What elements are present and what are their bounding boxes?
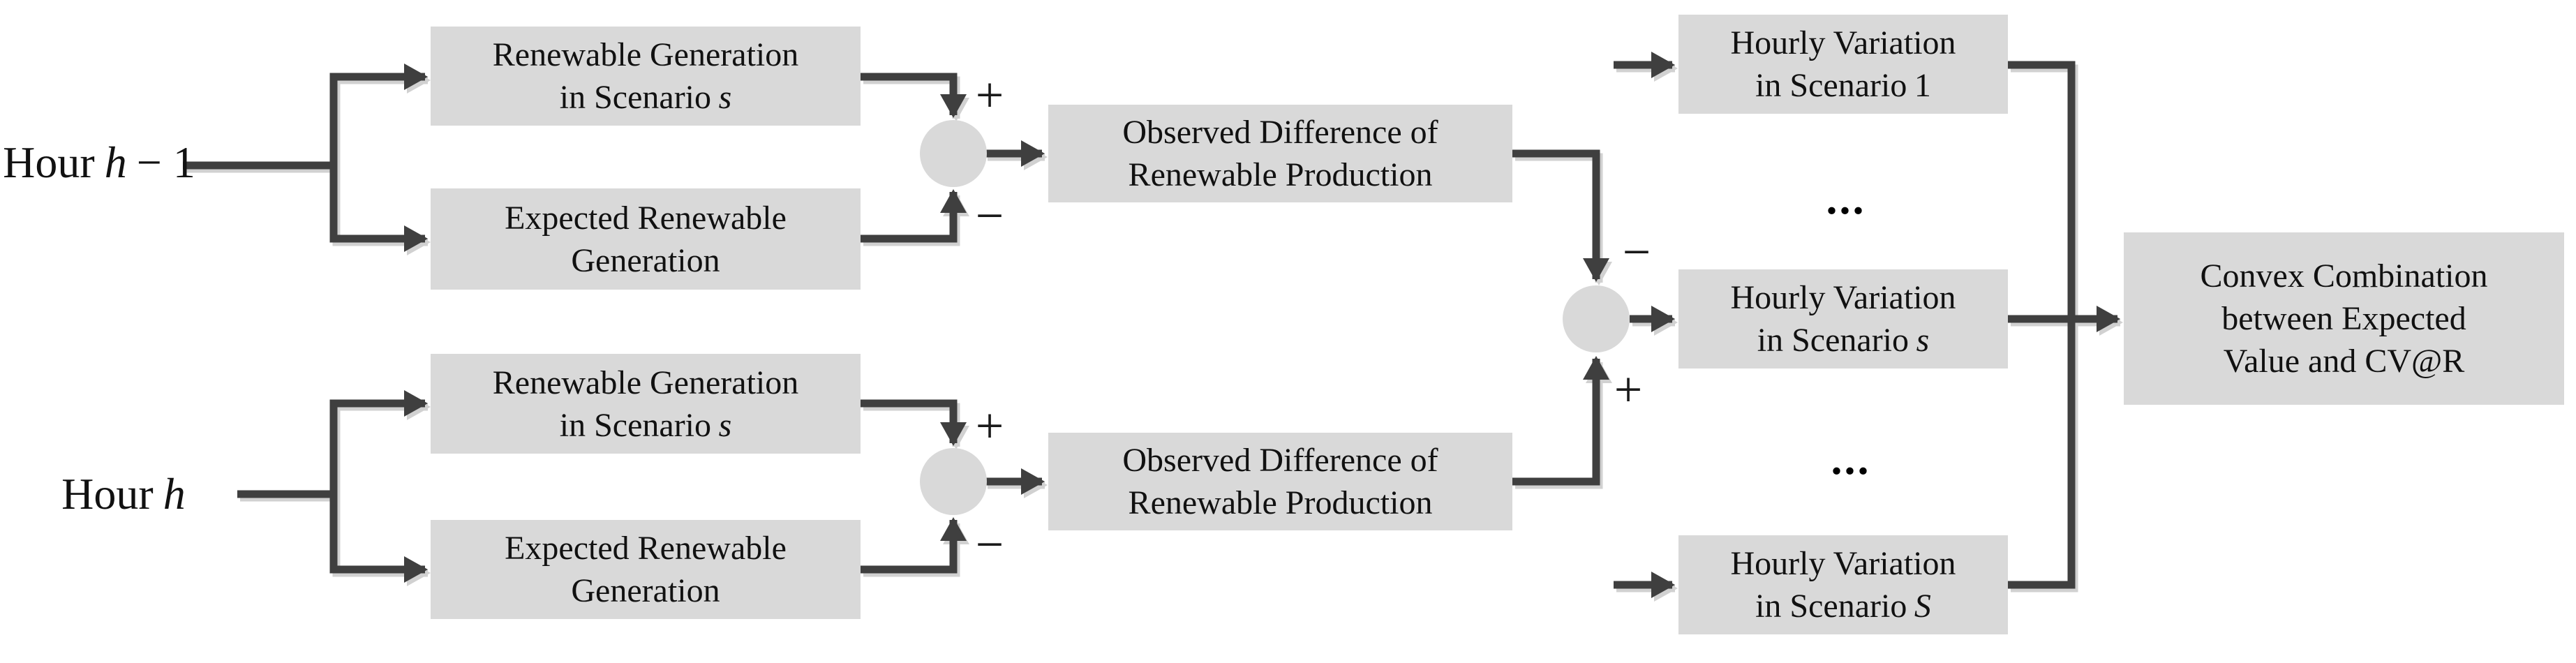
wire-variation-first-to-trunk — [2008, 61, 2076, 319]
box-text: Renewable Generation — [492, 364, 799, 401]
box-line: Generation — [571, 569, 720, 612]
box-text: Observed Difference of — [1122, 114, 1438, 151]
box-text: Generation — [571, 572, 720, 609]
box-line: Value and CV@R — [2224, 340, 2465, 382]
minus-sign-sum-prev: − — [975, 188, 1004, 244]
box-line: Observed Difference of — [1122, 111, 1438, 154]
box-observed-difference-curr: Observed Difference of Renewable Product… — [1048, 433, 1512, 530]
wire-expected-curr-to-sum-arrow — [861, 517, 967, 574]
summation-node-curr — [920, 448, 987, 515]
box-expected-generation-prev: Expected Renewable Generation — [431, 188, 861, 290]
box-text: between Expected — [2221, 300, 2466, 337]
summation-node-prev — [920, 120, 987, 187]
box-text: Expected Renewable — [505, 530, 787, 567]
wire-hour-prev-to-renewable-arrow — [329, 64, 428, 165]
box-text: Observed Difference of — [1122, 442, 1438, 479]
summation-node-variation — [1563, 285, 1630, 352]
wire-expected-prev-to-sum-arrow — [861, 189, 967, 243]
box-line: Renewable Production — [1129, 482, 1433, 524]
minus-sign-sum-variation: − — [1622, 224, 1651, 280]
plus-sign-sum-curr: + — [975, 398, 1004, 454]
box-line: Renewable Generation — [493, 362, 798, 404]
box-text: Renewable Generation — [492, 36, 799, 73]
wire-observed-prev-to-sum-arrow — [1512, 149, 1609, 282]
box-text: Hourly Variation — [1730, 279, 1956, 316]
box-text: in Scenario — [1755, 67, 1907, 104]
box-line: between Expected — [2221, 297, 2466, 340]
box-variable: s — [718, 79, 732, 116]
ellipsis-scenarios-lower: ... — [1831, 434, 1871, 484]
box-text: in Scenario — [1755, 588, 1907, 625]
box-line: Hourly Variation — [1730, 542, 1956, 585]
ellipsis-scenarios-upper: ... — [1826, 174, 1866, 223]
box-text: Renewable Production — [1128, 484, 1433, 521]
box-variable: s — [1916, 322, 1930, 359]
box-line: Expected Renewable — [505, 527, 787, 569]
box-text: Hourly Variation — [1730, 24, 1956, 61]
box-text: in Scenario — [559, 406, 712, 444]
box-text: Value and CV@R — [2223, 343, 2465, 380]
wire-observed-curr-to-sum-arrow — [1512, 356, 1609, 486]
wire-hour-prev-to-expected-arrow — [329, 165, 428, 252]
box-variable: 1 — [1914, 67, 1931, 104]
box-line: Expected Renewable — [505, 197, 787, 239]
box-text: Expected Renewable — [505, 199, 787, 237]
box-variable: s — [718, 406, 732, 444]
hour-prev-variable: h — [104, 137, 127, 187]
box-expected-generation-curr: Expected Renewable Generation — [431, 520, 861, 619]
hour-prev-suffix: − 1 — [136, 137, 195, 187]
box-convex-combination: Convex Combination between Expected Valu… — [2124, 232, 2564, 405]
box-text: in Scenario — [559, 79, 712, 116]
hour-curr-word: Hour — [61, 469, 154, 519]
wire-renewable-prev-to-sum-arrow — [861, 73, 967, 118]
box-text: in Scenario — [1757, 322, 1909, 359]
box-line: Hourly Variation — [1730, 22, 1956, 64]
box-line: Hourly Variation — [1730, 276, 1956, 319]
box-line: Observed Difference of — [1122, 439, 1438, 482]
wire-hour-curr-to-renewable-arrow — [329, 390, 428, 494]
hour-curr-variable: h — [163, 469, 186, 519]
box-text: Generation — [571, 241, 720, 279]
box-line: Renewable Production — [1129, 154, 1433, 196]
wire-renewable-curr-to-sum-arrow — [861, 399, 967, 446]
plus-sign-sum-prev: + — [975, 67, 1004, 123]
box-line: Generation — [571, 239, 720, 282]
hour-prev-word: Hour — [3, 137, 95, 187]
wire-variation-last-to-trunk — [2008, 319, 2076, 589]
box-text: Hourly Variation — [1730, 545, 1956, 582]
box-text: Convex Combination — [2200, 258, 2488, 295]
box-variable: S — [1914, 588, 1931, 625]
plus-sign-sum-variation: + — [1614, 362, 1643, 417]
box-line: Convex Combination — [2201, 255, 2488, 297]
minus-sign-sum-curr: − — [975, 516, 1004, 572]
box-line: Renewable Generation — [493, 33, 798, 76]
box-text: Renewable Production — [1128, 156, 1433, 193]
box-observed-difference-prev: Observed Difference of Renewable Product… — [1048, 105, 1512, 202]
wire-hour-curr-to-expected-arrow — [329, 494, 428, 583]
